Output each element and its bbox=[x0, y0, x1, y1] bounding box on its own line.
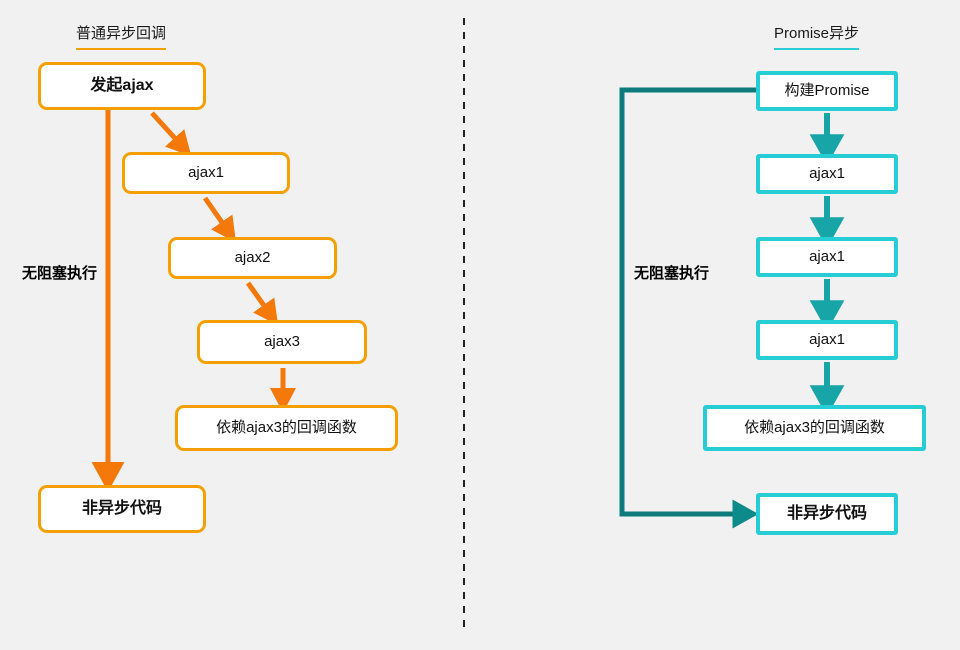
connector-l0-l1 bbox=[150, 111, 192, 157]
connector-l2-l3 bbox=[245, 281, 279, 326]
node-label: ajax1 bbox=[809, 330, 845, 348]
node-ajax3-dependent-callback[interactable]: 依赖ajax3的回调函数 bbox=[175, 405, 398, 451]
node-build-promise[interactable]: 构建Promise bbox=[756, 71, 898, 111]
node-ajax3-callback[interactable]: ajax3 bbox=[197, 320, 367, 364]
node-promise-ajax1-second[interactable]: ajax1 bbox=[756, 237, 898, 277]
node-label: 构建Promise bbox=[784, 81, 870, 99]
node-label: ajax2 bbox=[234, 248, 271, 266]
node-non-async-code-left[interactable]: 非异步代码 bbox=[38, 485, 206, 533]
panel-title-promise-async: Promise异步 bbox=[774, 22, 860, 50]
node-ajax1-callback[interactable]: ajax1 bbox=[122, 152, 290, 194]
node-label: 依赖ajax3的回调函数 bbox=[216, 418, 357, 436]
side-label-plain-callback: 无阻塞执行 bbox=[22, 265, 98, 282]
node-label: 非异步代码 bbox=[786, 505, 867, 523]
node-label: 依赖ajax3的回调函数 bbox=[744, 418, 885, 436]
node-label: ajax3 bbox=[264, 332, 300, 350]
panel-title-plain-callback: 普通异步回调 bbox=[76, 22, 167, 50]
node-label: 非异步代码 bbox=[81, 500, 162, 518]
node-initiate-ajax[interactable]: 发起ajax bbox=[38, 62, 206, 110]
node-label: 发起ajax bbox=[90, 77, 154, 95]
node-label: ajax1 bbox=[809, 164, 845, 182]
connector-l1-l2 bbox=[202, 196, 237, 243]
node-promise-ajax1-first[interactable]: ajax1 bbox=[756, 154, 898, 194]
node-label: ajax1 bbox=[809, 247, 845, 265]
side-label-promise-async: 无阻塞执行 bbox=[634, 265, 710, 282]
node-non-async-code-right[interactable]: 非异步代码 bbox=[756, 493, 898, 535]
node-label: ajax1 bbox=[188, 163, 224, 181]
node-promise-ajax3-dependent-callback[interactable]: 依赖ajax3的回调函数 bbox=[703, 405, 926, 451]
node-promise-ajax1-third[interactable]: ajax1 bbox=[756, 320, 898, 360]
node-ajax2-callback[interactable]: ajax2 bbox=[168, 237, 337, 279]
